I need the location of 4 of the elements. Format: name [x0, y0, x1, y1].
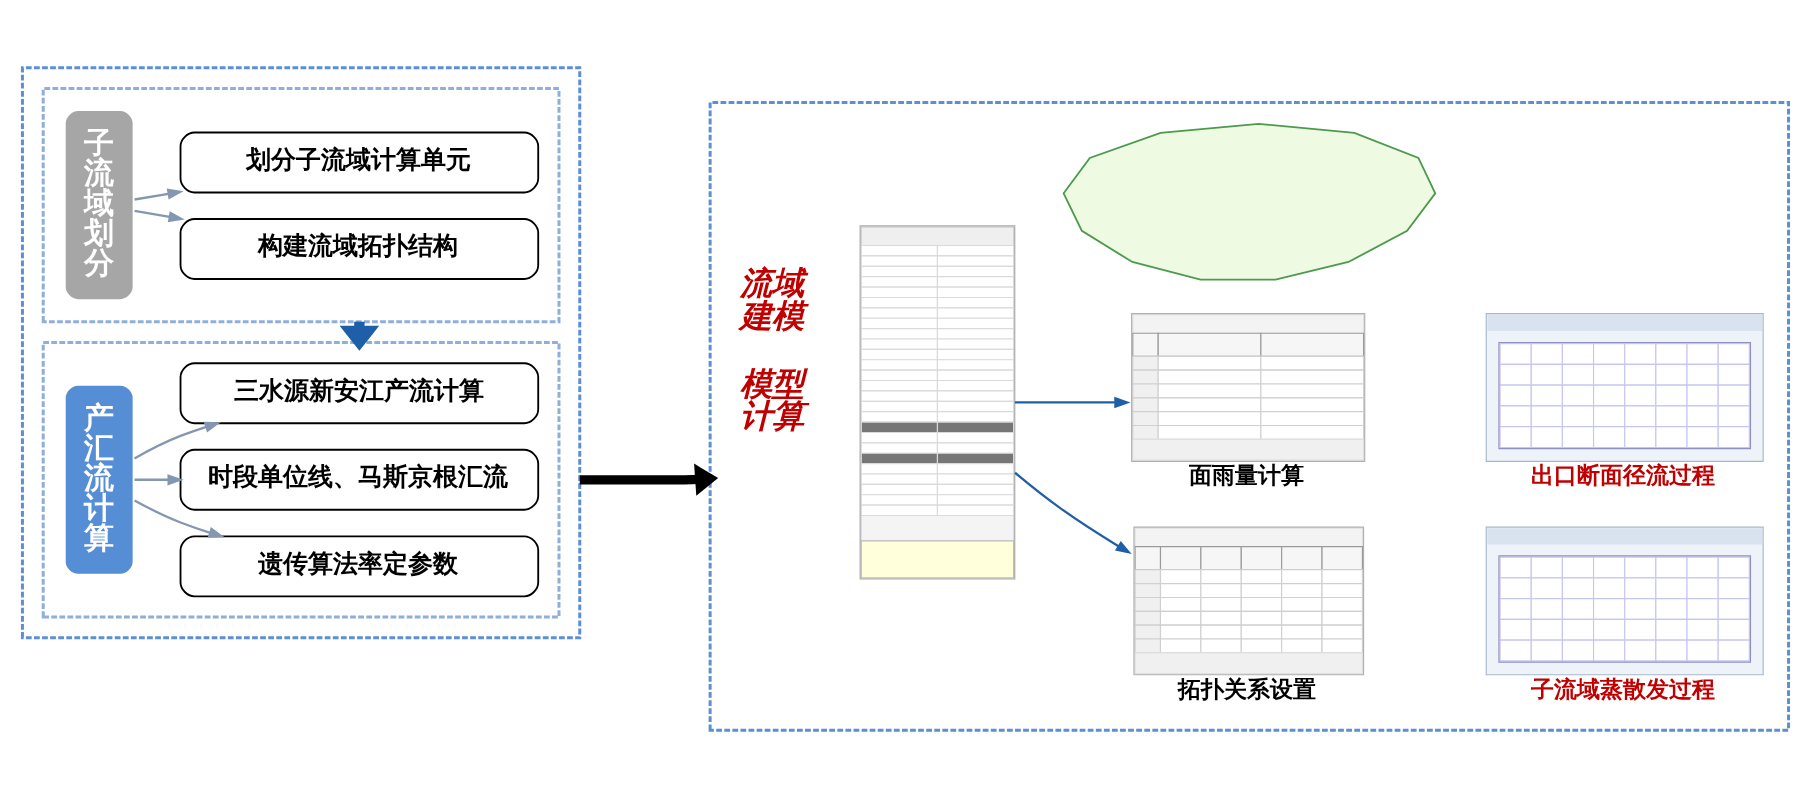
- node-label: 出口断面径流过程: [1530, 462, 1715, 489]
- node-label: 子流域蒸散发过程: [1530, 675, 1715, 702]
- node-label: 拓扑关系设置: [1178, 675, 1317, 702]
- node-label: 面雨量计算: [1189, 462, 1305, 489]
